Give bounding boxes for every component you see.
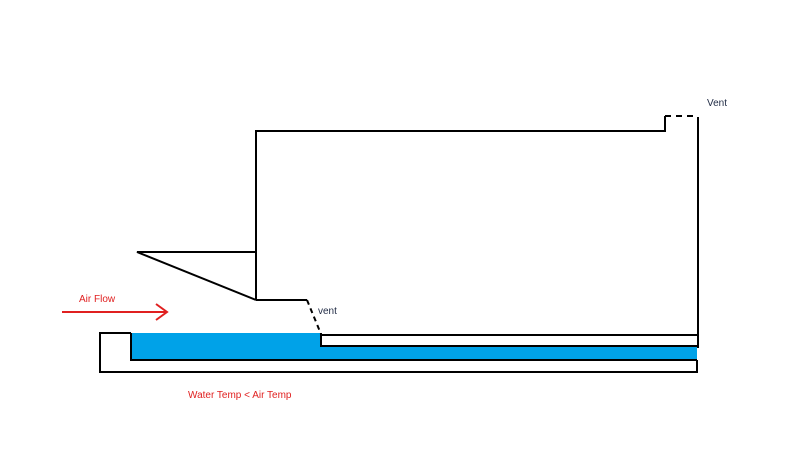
air-flow-arrow bbox=[62, 303, 169, 321]
mid-vent-dashed bbox=[306, 299, 322, 335]
enclosure-outline bbox=[255, 116, 666, 300]
basin-inner-wall bbox=[130, 333, 697, 361]
intake-scoop bbox=[136, 251, 257, 301]
air-flow-label: Air Flow bbox=[79, 294, 116, 305]
basin-outline bbox=[99, 332, 698, 373]
water-temp-label: Water Temp < Air Temp bbox=[188, 390, 292, 401]
top-vent-label: Vent bbox=[707, 98, 727, 109]
mid-vent-label: vent bbox=[318, 306, 337, 317]
water-surface-line bbox=[320, 333, 697, 347]
